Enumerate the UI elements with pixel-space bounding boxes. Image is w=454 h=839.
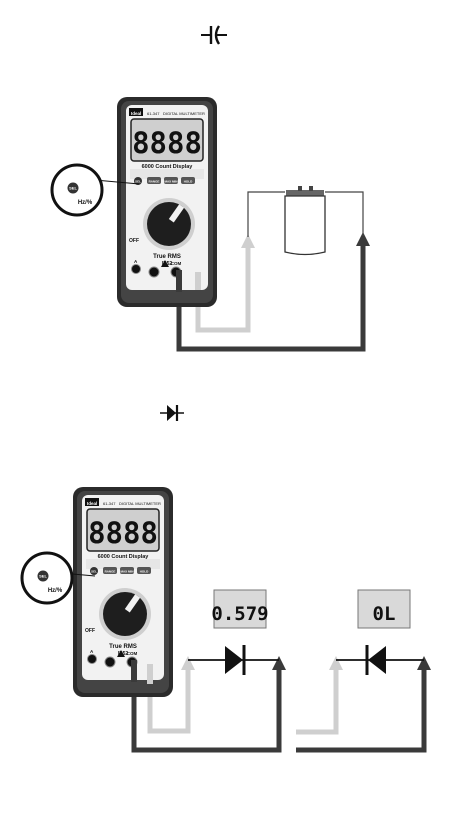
red-probe-plug-bottom <box>147 664 153 684</box>
sel-button-inset-bottom: SEL Hz/% <box>22 553 72 603</box>
black-probe-plug <box>176 270 182 292</box>
black-probe-plug-bottom <box>131 660 137 682</box>
meter-off-label: OFF <box>129 238 139 244</box>
meter-button-maxmin: MAX MIN <box>165 180 178 184</box>
meter-com-label: COM <box>171 261 182 266</box>
red-probe-plug <box>195 272 201 290</box>
meter-button-maxmin-bottom: MAX MIN <box>121 570 134 574</box>
meter-true-rms: True RMS <box>153 254 181 260</box>
capacitor-symbol-icon <box>201 26 227 44</box>
lcd-forward-reading: 0.579 <box>211 590 268 628</box>
meter-count-label-bottom: 6000 Count Display <box>98 554 150 560</box>
reverse-overload-reading: 0L <box>373 603 396 625</box>
meter-off-label-bottom: OFF <box>85 628 95 634</box>
meter-model-bottom: 61-347 <box>103 501 116 506</box>
red-test-lead-reverse <box>296 668 336 732</box>
capacitor-can <box>285 196 325 255</box>
multimeter-top: Ideal 61-347 DIGITAL MULTIMETER 8888 600… <box>117 97 217 307</box>
inset-sel-label-bottom: SEL <box>39 574 47 579</box>
lcd-reverse-reading: 0L <box>358 590 410 628</box>
capacitor-terminals <box>286 190 324 196</box>
meter-lcd-digits: 8888 <box>132 126 202 160</box>
multimeter-bottom: Ideal 61-347 DIGITAL MULTIMETER 8888 600… <box>73 487 173 697</box>
capacitor-circuit <box>248 186 363 255</box>
diode-reverse-circuit <box>336 645 424 675</box>
meter-lcd-digits-bottom: 8888 <box>88 516 158 550</box>
meter-button-hold: HOLD <box>184 180 193 184</box>
meter-com-label-bottom: COM <box>127 651 138 656</box>
diode-forward-circuit <box>188 645 279 675</box>
inset-units-label: Hz/% <box>78 200 93 206</box>
meter-button-sel: SEL <box>135 180 141 184</box>
meter-product-bottom: DIGITAL MULTIMETER <box>119 501 161 506</box>
diode-reverse-icon <box>368 646 386 674</box>
meter-product: DIGITAL MULTIMETER <box>163 111 205 116</box>
meter-count-label: 6000 Count Display <box>142 164 194 170</box>
inset-units-label-bottom: Hz/% <box>48 588 63 594</box>
forward-voltage-reading: 0.579 <box>211 603 268 625</box>
meter-brand-bottom: Ideal <box>87 501 97 506</box>
meter-button-hold-bottom: HOLD <box>140 570 149 574</box>
meter-brand: Ideal <box>131 111 141 116</box>
meter-button-range-bottom: RANGE <box>105 570 116 574</box>
diode-symbol-icon <box>160 405 184 421</box>
meter-model: 61-347 <box>147 111 160 116</box>
inset-sel-label: SEL <box>69 186 77 191</box>
meter-button-range: RANGE <box>149 180 160 184</box>
meter-true-rms-bottom: True RMS <box>109 644 137 650</box>
meter-button-sel-bottom: SEL <box>91 570 97 574</box>
diode-forward-icon <box>225 646 243 674</box>
black-test-lead-reverse <box>296 668 424 750</box>
sel-button-inset: SEL Hz/% <box>52 165 102 215</box>
